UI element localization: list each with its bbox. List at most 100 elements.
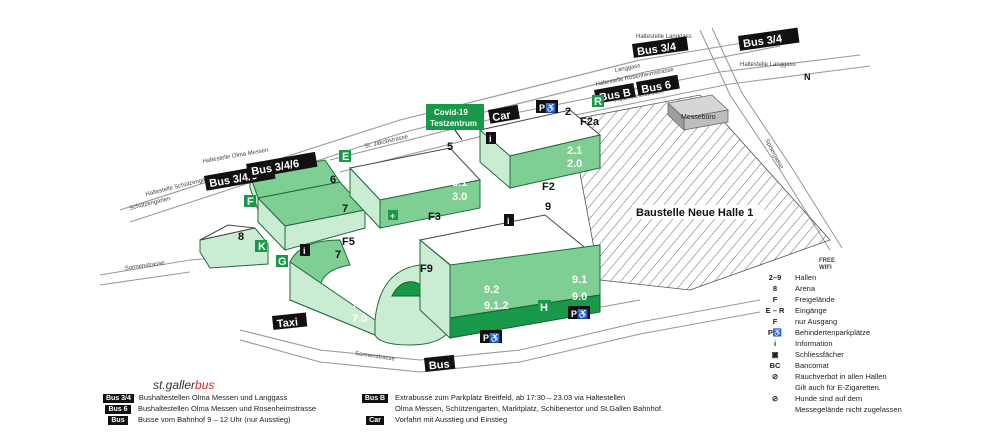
svg-text:P♿: P♿: [571, 308, 588, 319]
legend-key: F: [772, 295, 778, 304]
hall-4: 6: [249, 159, 341, 211]
legend-row: E – R Eingänge: [760, 305, 902, 316]
legend-row: BC Bancomat: [760, 360, 902, 371]
legend-text: nur Ausgang: [795, 317, 838, 326]
covid-line-2: Testzentrum: [430, 119, 477, 128]
bus-legend-2-key: Car: [366, 416, 384, 425]
zone-f2-label: F2: [542, 181, 555, 193]
bus-legend-2-text: Extrabusse zum Parkplatz Breitfeld, ab 1…: [395, 393, 626, 402]
brand-logo: st.gallerbus: [153, 378, 215, 392]
legend-key: F: [772, 317, 778, 326]
entrance-k: K: [258, 241, 266, 253]
zone-f5-label: F5: [342, 236, 355, 248]
zone-f9-label: F9: [420, 263, 433, 275]
svg-text:P♿: P♿: [483, 332, 500, 343]
bus-legend-2-text: Olma Messen, Schützengarten, Marktplatz,…: [395, 404, 664, 413]
bus-legend-2-row: Bus B Extrabusse zum Parkplatz Breitfeld,…: [360, 392, 663, 403]
hall-2-0-label: 2.0: [567, 158, 582, 170]
bus-legend-key: Bus 6: [105, 405, 131, 414]
bus-legend-2-row: Olma Messen, Schützengarten, Marktplatz,…: [360, 403, 663, 414]
stop-langgass-2-label: Haltestelle Langgass: [740, 62, 796, 68]
map-icons: i i i P♿ P♿ P♿ +: [300, 100, 590, 343]
legend-key: ⊘: [771, 394, 779, 403]
svg-text:+: +: [390, 211, 395, 221]
svg-text:FREE: FREE: [819, 258, 835, 264]
legend-text: Schliessfächer: [795, 350, 844, 359]
legend-key: ⊘: [771, 372, 779, 381]
bus-legend-text: Bushaltestellen Olma Messen und Rosenhei…: [138, 404, 317, 413]
entrance-f: F: [247, 196, 254, 208]
bus-legend-2-key: Bus B: [361, 394, 389, 403]
messebuero-building: Messebüro: [667, 94, 729, 131]
bus-6-tag: Bus 6: [640, 79, 672, 96]
legend-row: P♿Behindertenparkplätze: [760, 327, 902, 338]
legend-text: Information: [795, 339, 833, 348]
construction-label: Baustelle Neue Halle 1: [636, 207, 753, 219]
hall-3-0-label: 3.0: [452, 191, 467, 203]
hall-3-number: 5: [447, 141, 453, 153]
legend-row: Gilt auch für E-Zigaretten.: [760, 382, 902, 393]
bus-legend-key: Bus: [108, 416, 128, 425]
bus-legend-text: Bushaltestellen Olma Messen und Langgass: [138, 393, 288, 402]
bus-3-4-tag-east: Bus 3/4: [742, 33, 783, 50]
hall-9-number: 9: [545, 201, 551, 213]
bus-3-4-tag-langgass: Bus 3/4: [636, 41, 677, 58]
hall-7-1-label: 7.1: [352, 299, 367, 311]
entrance-h: H: [540, 302, 548, 314]
legend-key: P♿: [767, 328, 783, 337]
legend-key: i: [773, 339, 777, 348]
covid-test-center: Covid-19 Testzentrum: [426, 104, 484, 141]
legend-text: Arena: [795, 284, 816, 293]
hall-4-number: 6: [330, 174, 336, 186]
messebuero-label: Messebüro: [681, 114, 716, 121]
legend-key: BC: [769, 361, 781, 370]
legend-key: 8: [772, 284, 778, 293]
legend-text: Hunde sind auf dem: [795, 394, 863, 403]
bus-legend-2: Bus B Extrabusse zum Parkplatz Breitfeld,…: [360, 392, 663, 425]
hall-9-1-label: 9.1: [572, 274, 587, 286]
legend-row: i Information: [760, 338, 902, 349]
legend-text: Bancomat: [795, 361, 829, 370]
svg-text:P♿: P♿: [539, 102, 556, 113]
legend-text: Freigelände: [795, 295, 835, 304]
hall-2: 2 2.1 2.0 F2 F2a: [478, 106, 602, 193]
hall-6-number: 8: [238, 231, 244, 243]
covid-line-1: Covid-19: [434, 108, 468, 117]
entrance-e: E: [342, 151, 349, 163]
legend-text: Eingänge: [795, 306, 827, 315]
taxi-tag: Taxi: [276, 316, 298, 330]
entrance-markers: R E F K G H: [244, 95, 604, 314]
legend-text: Messegelände nicht zugelassen: [795, 405, 902, 414]
bus-b-tag: Bus B: [598, 87, 631, 104]
legend-row: F Freigelände: [760, 294, 902, 305]
car-tag: Car: [491, 109, 512, 124]
entrance-g: G: [278, 256, 287, 268]
hall-7-0-label: 7.0: [352, 313, 367, 325]
zone-f3-label: F3: [428, 211, 441, 223]
street-sonnenstrasse: Sonnenstrasse: [355, 351, 396, 363]
legend-text: Hallen: [795, 273, 817, 282]
hall-6: 8: [199, 224, 269, 269]
legend-row: ⊘ Hunde sind auf dem: [760, 393, 902, 404]
north-arrow: N: [804, 72, 811, 82]
hall-7: 7 7.1 7.0: [289, 239, 376, 336]
hall-3-1-label: 3.1: [452, 177, 467, 189]
bus-legend-row: Bus 6 Bushaltestellen Olma Messen und Ros…: [103, 403, 316, 414]
legend-key: ▣: [771, 350, 779, 359]
legend-row: ▣ Schliessfächer: [760, 349, 902, 360]
street-sonnenstrasse-west: Sonnenstrasse: [124, 260, 165, 272]
legend-key: E – R: [765, 306, 785, 315]
legend-text: Rauchverbot in allen Hallen: [795, 372, 887, 381]
legend-row: Messegelände nicht zugelassen: [760, 404, 902, 415]
hall-9-0-label: 9.0: [572, 291, 587, 303]
bus-legend-2-text: Vorfahrt mit Ausstieg und Einstieg: [395, 415, 508, 424]
svg-text:i: i: [303, 246, 306, 256]
hall-7-number: 7: [335, 249, 341, 261]
legend-text: Gilt auch für E-Zigaretten.: [795, 383, 881, 392]
